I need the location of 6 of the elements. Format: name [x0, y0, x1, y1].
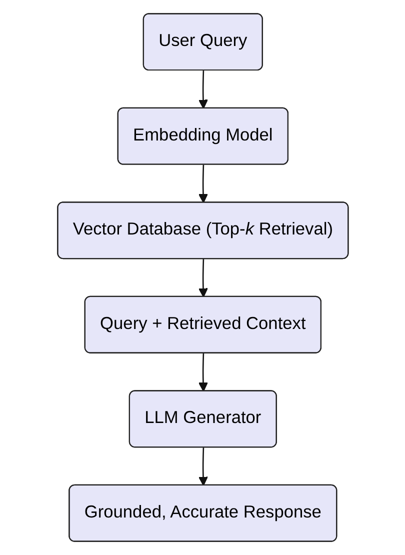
arrow — [198, 448, 208, 486]
flowchart: User Query Embedding Model Vector Database (Top-k Retrieval) Query + Retrieved Context LLM Generator Grounded, Accurate Response — [48, 5, 356, 550]
arrow — [198, 70, 208, 109]
arrow — [198, 353, 208, 392]
arrow — [198, 164, 208, 204]
arrow — [198, 259, 208, 298]
